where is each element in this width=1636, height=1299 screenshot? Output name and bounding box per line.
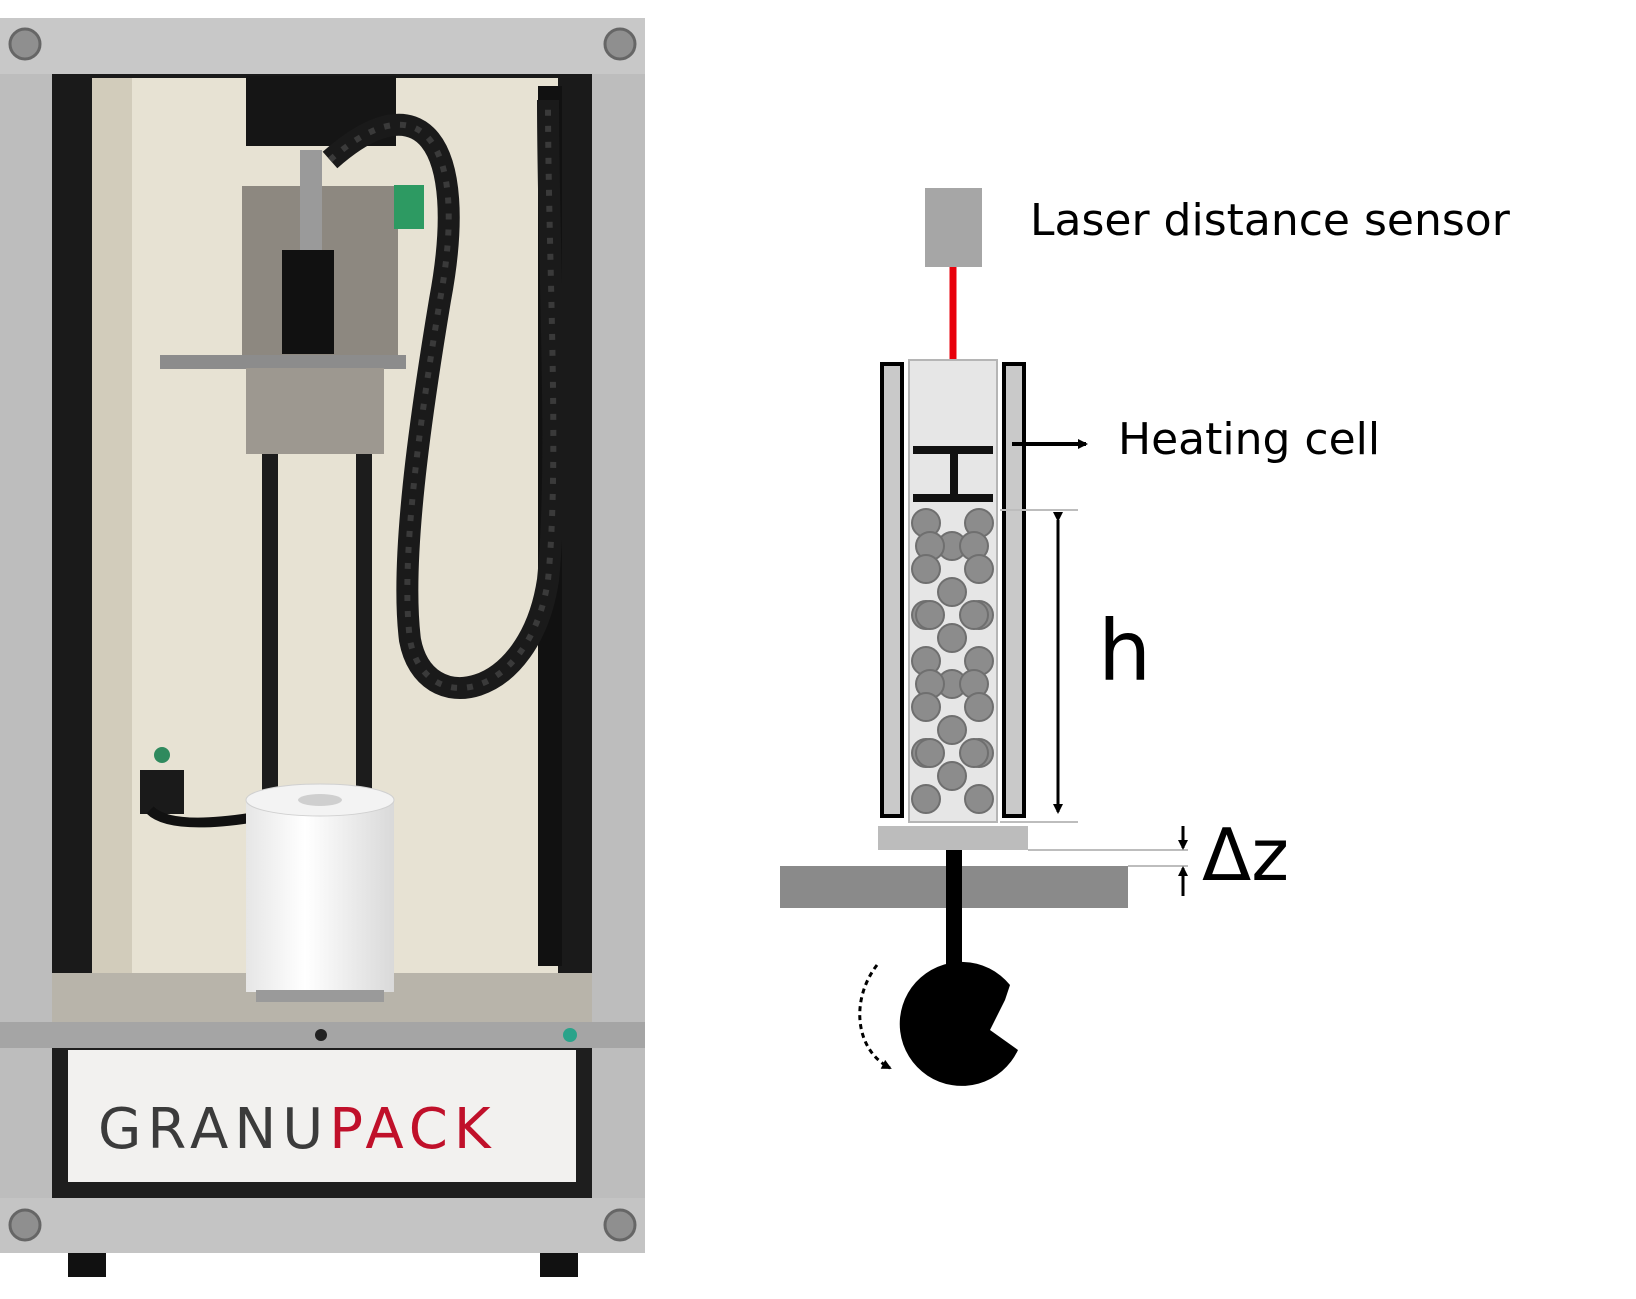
- piston-rod: [950, 454, 958, 494]
- indicator-led: [154, 747, 170, 763]
- cam-rod: [946, 850, 962, 970]
- cylinder-base: [256, 990, 384, 1002]
- granule: [937, 761, 967, 791]
- granule: [937, 577, 967, 607]
- screw-icon: [603, 27, 637, 61]
- brand-left: GRANU: [98, 1097, 329, 1162]
- granule: [959, 738, 989, 768]
- piston-top: [913, 446, 993, 454]
- tap-symbol: Δz: [1202, 813, 1289, 897]
- screw-icon: [603, 1208, 637, 1242]
- rotation-arrow-icon: [858, 964, 892, 1070]
- brand-panel: [68, 1050, 576, 1182]
- foot: [540, 1253, 578, 1277]
- frame-top-rail: [0, 18, 645, 74]
- chamber-left-shadow: [92, 78, 132, 973]
- frame-bottom-rail: [0, 1198, 645, 1253]
- sample-cable: [146, 806, 251, 828]
- screw-icon: [8, 1208, 42, 1242]
- status-light-icon: [563, 1028, 577, 1042]
- cell-wall-right: [1002, 362, 1026, 818]
- carriage-plate: [160, 355, 406, 369]
- granular-beads: [911, 508, 994, 814]
- granule: [911, 692, 941, 722]
- connector: [300, 150, 322, 250]
- brand-right: PACK: [329, 1097, 496, 1162]
- carriage-block: [246, 368, 384, 454]
- granule: [937, 715, 967, 745]
- granule: [911, 784, 941, 814]
- cylinder-opening: [298, 794, 342, 806]
- granule: [915, 738, 945, 768]
- foot: [68, 1253, 106, 1277]
- proximity-sensor: [394, 185, 424, 229]
- brand-logo: GRANUPACK: [98, 1097, 497, 1162]
- frame-right-post: [592, 74, 645, 1198]
- tapping-plate: [878, 826, 1028, 850]
- laser-sensor-box: [925, 188, 982, 267]
- piston-bottom: [913, 494, 993, 502]
- granule: [964, 692, 994, 722]
- sensor-cable: [322, 99, 565, 699]
- granule: [959, 600, 989, 630]
- height-symbol: h: [1098, 602, 1151, 700]
- granule: [964, 784, 994, 814]
- schematic: Laser distance sensor Heating cell h Δz: [780, 188, 1511, 1086]
- laser-sensor-label: Laser distance sensor: [1030, 195, 1511, 246]
- instrument-photo: GRANUPACK: [0, 18, 645, 1277]
- granule: [937, 623, 967, 653]
- cell-wall-left: [880, 362, 904, 818]
- side-connector: [140, 770, 184, 814]
- granule: [915, 600, 945, 630]
- cam-wheel: [899, 961, 1018, 1086]
- heating-cell-label: Heating cell: [1118, 414, 1380, 465]
- sample-cylinder: [246, 800, 394, 992]
- granule: [911, 554, 941, 584]
- button-icon: [315, 1029, 327, 1041]
- granule: [964, 554, 994, 584]
- screw-icon: [8, 27, 42, 61]
- sensor-body: [282, 250, 334, 354]
- frame-left-post: [0, 74, 52, 1198]
